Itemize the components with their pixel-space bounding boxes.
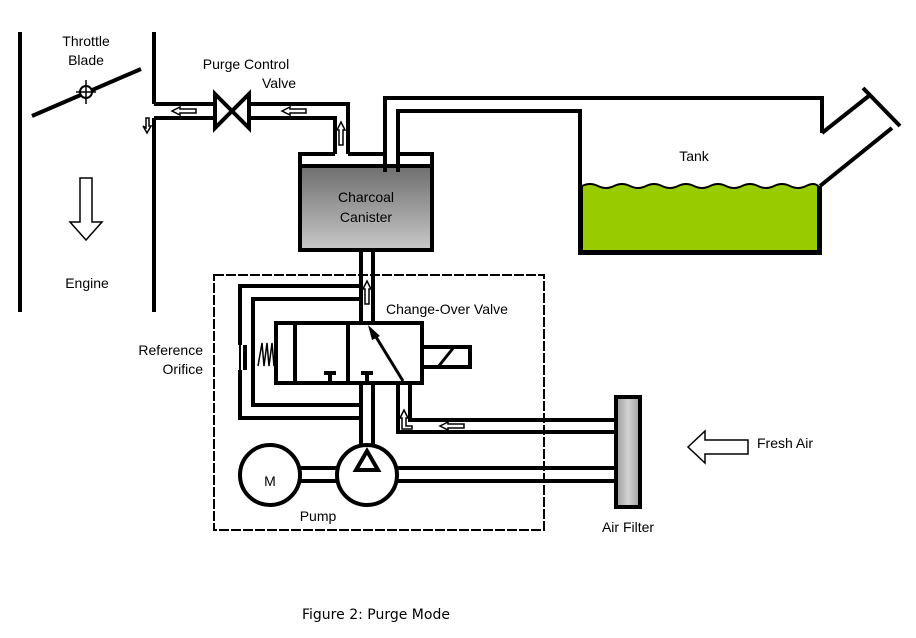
motor-icon (238, 443, 302, 507)
engine-flow-arrow-icon (68, 177, 104, 242)
fresh-air-line (396, 384, 616, 434)
flow-arrow-icon (280, 105, 307, 117)
canister-label-line2: Canister (340, 209, 392, 225)
reference-label-line2: Orifice (163, 361, 204, 377)
tank-vent-line (383, 96, 824, 255)
pump-motor-assembly: M (238, 443, 616, 507)
purge-control-valve-icon[interactable] (213, 89, 251, 133)
flow-arrow-icon (335, 120, 347, 146)
purge-valve-label-line2: Valve (262, 75, 296, 91)
charcoal-canister (298, 152, 434, 252)
changeover-valve-label: Change-Over Valve (386, 301, 508, 317)
flow-arrow-icon (438, 420, 465, 432)
fresh-air-label: Fresh Air (757, 435, 813, 451)
tank-label: Tank (679, 148, 710, 164)
flow-arrow-icon (142, 117, 153, 135)
throttle-label-line2: Blade (68, 52, 104, 68)
pump-module-boundary (213, 274, 545, 531)
figure-caption: Figure 2: Purge Mode (302, 607, 450, 623)
engine-label: Engine (65, 275, 109, 291)
air-filter-icon (614, 395, 642, 509)
filler-cap (861, 86, 902, 128)
canister-label-line1: Charcoal (338, 189, 394, 205)
pump-label: Pump (300, 508, 337, 524)
reference-orifice-icon (239, 342, 247, 373)
air-filter-label: Air Filter (602, 519, 654, 535)
pump-to-valve-line (359, 384, 375, 446)
change-over-valve[interactable] (274, 321, 472, 385)
flow-arrow-icon (361, 279, 373, 305)
valve-direction-arrow-icon (368, 325, 380, 340)
intake-manifold (18, 32, 156, 312)
flow-arrow-icon (398, 408, 413, 430)
pump-icon[interactable] (335, 443, 399, 507)
throttle-blade (31, 67, 142, 118)
fuel-tank (581, 86, 902, 252)
flow-arrow-icon (170, 105, 197, 117)
motor-label: M (264, 473, 276, 489)
reference-label-line1: Reference (138, 342, 203, 358)
fuel-level (581, 183, 819, 252)
throttle-label-line1: Throttle (62, 33, 110, 49)
purge-valve-label-line1: Purge Control (203, 56, 289, 72)
purge-line (154, 102, 350, 154)
spring-icon (257, 342, 278, 367)
fresh-air-arrow-icon (686, 429, 749, 465)
